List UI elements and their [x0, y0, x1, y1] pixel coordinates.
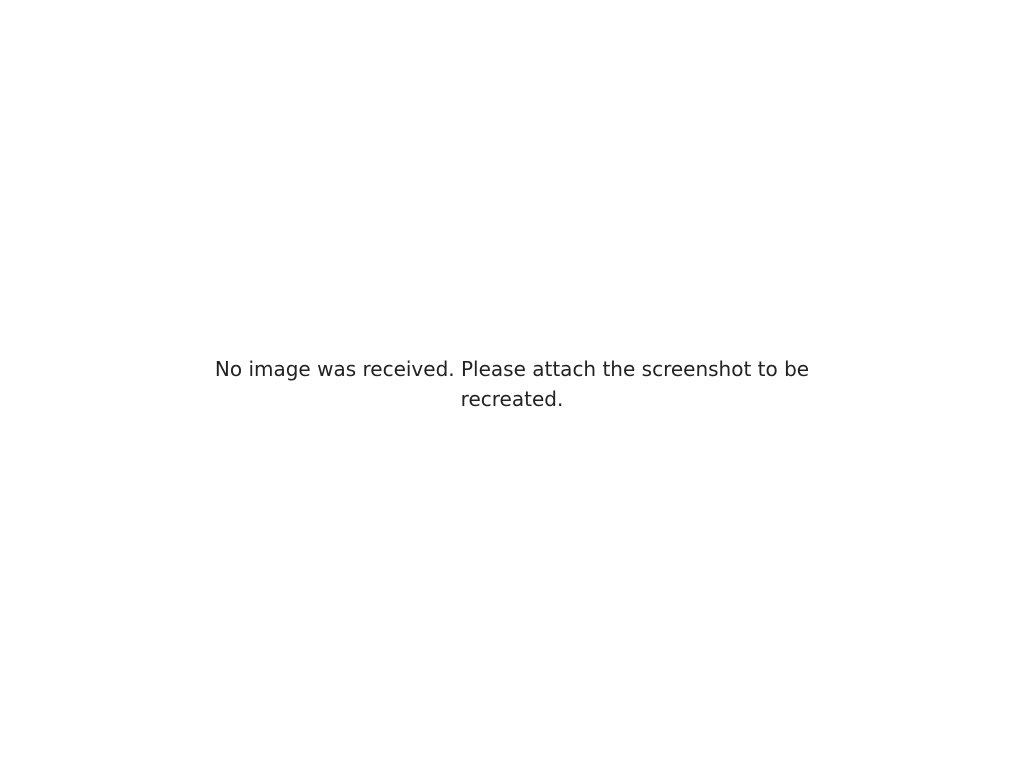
missing-image-notice: No image was received. Please attach the…	[214, 357, 810, 411]
